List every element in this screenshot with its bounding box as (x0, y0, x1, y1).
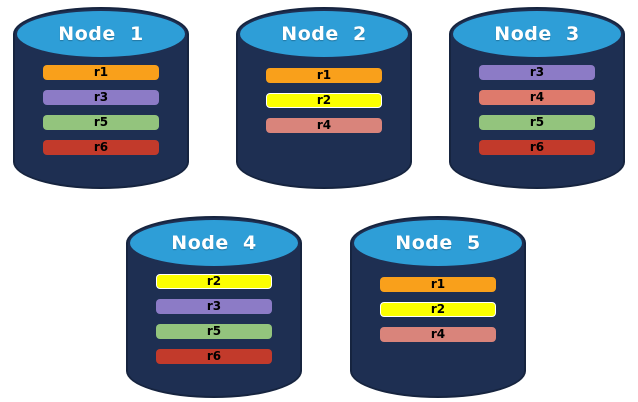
database-cylinder-top-ellipse: Node 5 (354, 220, 522, 266)
node-title: Node 5 (395, 232, 481, 254)
replica-bar: r3 (43, 90, 159, 105)
database-cylinder-top-ellipse: Node 2 (240, 11, 408, 57)
replica-bar: r2 (156, 274, 272, 289)
replica-bar: r2 (380, 302, 496, 317)
replica-bar: r4 (266, 118, 382, 133)
replica-list: r2 r3 r5 r6 (156, 274, 272, 374)
replica-bar: r5 (156, 324, 272, 339)
node-1-cylinder: Node 1 r1 r3 r5 r6 (13, 7, 189, 189)
node-title: Node 3 (494, 23, 580, 45)
node-2-cylinder: Node 2 r1 r2 r4 (236, 7, 412, 189)
replica-list: r1 r3 r5 r6 (43, 65, 159, 165)
replica-bar: r3 (479, 65, 595, 80)
replica-bar: r2 (266, 93, 382, 108)
replica-bar: r4 (479, 90, 595, 105)
replica-list: r1 r2 r4 (380, 277, 496, 352)
replica-bar: r4 (380, 327, 496, 342)
replica-list: r1 r2 r4 (266, 68, 382, 143)
replica-bar: r5 (43, 115, 159, 130)
replica-list: r3 r4 r5 r6 (479, 65, 595, 165)
node-5-cylinder: Node 5 r1 r2 r4 (350, 216, 526, 398)
node-4-cylinder: Node 4 r2 r3 r5 r6 (126, 216, 302, 398)
replica-bar: r1 (380, 277, 496, 292)
replica-bar: r6 (156, 349, 272, 364)
database-cylinder-top-ellipse: Node 3 (453, 11, 621, 57)
replica-bar: r1 (43, 65, 159, 80)
database-cylinder-top-ellipse: Node 4 (130, 220, 298, 266)
replica-bar: r5 (479, 115, 595, 130)
replica-bar: r6 (479, 140, 595, 155)
node-title: Node 2 (281, 23, 367, 45)
replica-bar: r1 (266, 68, 382, 83)
database-cylinder-top-ellipse: Node 1 (17, 11, 185, 57)
replica-bar: r3 (156, 299, 272, 314)
node-3-cylinder: Node 3 r3 r4 r5 r6 (449, 7, 625, 189)
node-title: Node 1 (58, 23, 144, 45)
node-title: Node 4 (171, 232, 257, 254)
replica-bar: r6 (43, 140, 159, 155)
